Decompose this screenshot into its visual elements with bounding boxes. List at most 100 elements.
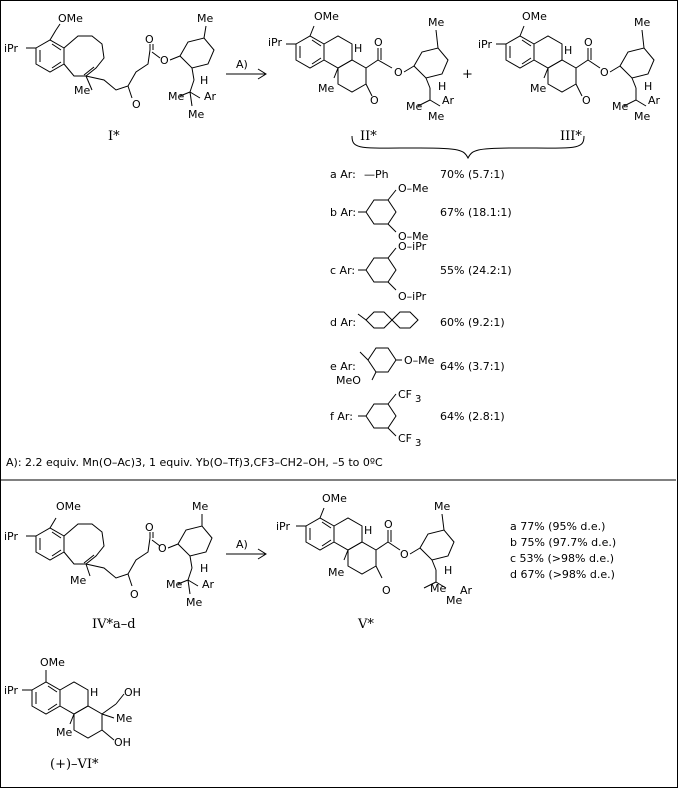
ome-label: OMe (56, 500, 81, 513)
me-label: Me (446, 594, 462, 607)
ome-label: OMe (40, 656, 65, 669)
reaction-arrow-2: A) (226, 538, 267, 560)
me-label: Me (612, 100, 628, 113)
o-carbonyl: O (384, 518, 393, 531)
me-label: Me (328, 566, 344, 579)
compound-II: OMe iPr Me H O O O Me H Me Me Ar (268, 10, 455, 123)
row-d-label: d Ar: (330, 316, 356, 329)
o-ester: O (158, 542, 167, 555)
cf3-subscript: 3 (415, 438, 421, 449)
oipr-label: O–iPr (398, 290, 427, 303)
row-e-label: e Ar: (330, 360, 356, 373)
o-ketone: O (582, 94, 591, 107)
h-label: H (644, 80, 652, 93)
me-label: Me (197, 12, 213, 25)
cf3-subscript: 3 (415, 394, 421, 405)
h-label: H (200, 74, 208, 87)
me-label: Me (406, 100, 422, 113)
ome-label: OMe (522, 10, 547, 23)
de-result-d: d 67% (>98% d.e.) (510, 568, 615, 581)
de-result-c: c 53% (>98% d.e.) (510, 552, 614, 565)
me-label: Me (168, 90, 184, 103)
reaction-conditions: A): 2.2 equiv. Mn(O–Ac)3, 1 equiv. Yb(O–… (6, 456, 383, 469)
ome-label: OMe (58, 12, 83, 25)
row-a-yield: 70% (5.7:1) (440, 168, 505, 181)
ipr-label: iPr (4, 42, 18, 55)
o-ketone: O (132, 98, 141, 111)
row-d-yield: 60% (9.2:1) (440, 316, 505, 329)
o-ester: O (394, 66, 403, 79)
row-a-label: a Ar: (330, 168, 356, 181)
h-label: H (564, 44, 572, 57)
ome-label: OMe (322, 492, 347, 505)
o-carbonyl: O (374, 36, 383, 49)
ipr-label: iPr (276, 520, 290, 533)
row-c-yield: 55% (24.2:1) (440, 264, 512, 277)
plus-sign: + (462, 67, 473, 82)
compound-V: OMe iPr Me H O O O Me H Me Me Ar V* (276, 492, 473, 632)
row-b-label: b Ar: (330, 206, 356, 219)
ipr-label: iPr (268, 36, 282, 49)
row-a-sub: —Ph (364, 168, 389, 181)
ar-label: Ar (460, 584, 473, 597)
row-f-label: f Ar: (330, 410, 353, 423)
o-carbonyl: O (584, 36, 593, 49)
oipr-label: O–iPr (398, 240, 427, 253)
ar-label: Ar (202, 578, 215, 591)
o-ester: O (160, 54, 169, 67)
me-label: Me (56, 726, 72, 739)
o-carbonyl: O (145, 33, 154, 46)
me-label: Me (634, 110, 650, 123)
me-label: Me (430, 582, 446, 595)
h-label: H (354, 42, 362, 55)
row-f-yield: 64% (2.8:1) (440, 410, 505, 423)
me-label: Me (192, 500, 208, 513)
compound-label-IV: IV*a–d (92, 617, 136, 632)
h-label: H (444, 564, 452, 577)
h-label: H (90, 686, 98, 699)
h-label: H (200, 562, 208, 575)
ipr-label: iPr (4, 530, 18, 543)
me-label: Me (428, 110, 444, 123)
de-results: a 77% (95% d.e.) b 75% (97.7% d.e.) c 53… (510, 520, 616, 581)
ome-label: O–Me (398, 182, 429, 195)
o-ketone: O (130, 588, 139, 601)
o-carbonyl: O (145, 521, 154, 534)
compound-IV: OMe iPr Me O O O Me H Me Me Ar IV*a–d (4, 500, 215, 632)
arrow-condition: A) (236, 58, 248, 71)
compound-III: OMe iPr Me H O O O Me H Me Me Ar (478, 10, 661, 123)
compound-I: OMe iPr Me O O O Me H Me Me Ar I* (4, 12, 217, 144)
me-label: Me (428, 16, 444, 29)
cf3-label: CF (398, 432, 412, 445)
ar-table: a Ar: —Ph 70% (5.7:1) b Ar: O–Me O–Me 67… (330, 168, 512, 449)
de-result-b: b 75% (97.7% d.e.) (510, 536, 616, 549)
reaction-arrow-1: A) (226, 58, 267, 80)
me-label: Me (318, 82, 334, 95)
compound-VI: OMe iPr Me H OH Me OH (+)–VI* (4, 656, 141, 772)
compound-label-III: III* (560, 129, 582, 144)
ipr-label: iPr (4, 684, 18, 697)
o-ester: O (400, 548, 409, 561)
h-label: H (438, 80, 446, 93)
me-label: Me (116, 712, 132, 725)
row-c-label: c Ar: (330, 264, 355, 277)
compound-label-V: V* (357, 617, 374, 632)
ar-label: Ar (204, 90, 217, 103)
ome-label: OMe (314, 10, 339, 23)
ar-label: Ar (442, 94, 455, 107)
product-brace (351, 135, 585, 160)
me-label: Me (634, 16, 650, 29)
compound-label-VI: (+)–VI* (50, 757, 99, 772)
row-b-yield: 67% (18.1:1) (440, 206, 512, 219)
me-label: Me (70, 574, 86, 587)
me-label: Me (434, 500, 450, 513)
compound-label-I: I* (108, 129, 120, 144)
me-label: Me (186, 596, 202, 609)
me-label: Me (166, 578, 182, 591)
cf3-label: CF (398, 388, 412, 401)
ome-label: O–Me (404, 354, 435, 367)
o-ketone: O (370, 94, 379, 107)
arrow-condition: A) (236, 538, 248, 551)
